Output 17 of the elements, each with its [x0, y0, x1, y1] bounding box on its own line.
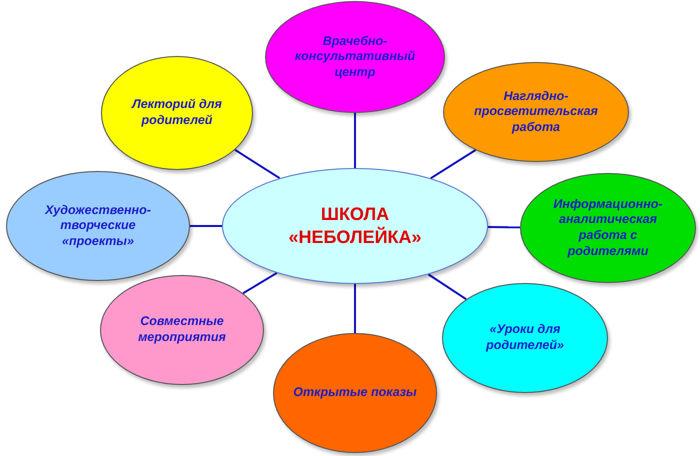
connector-line	[428, 274, 467, 300]
topic-label: Лекторий для родителей	[130, 97, 223, 129]
connector-line	[190, 225, 222, 227]
center-title: ШКОЛА «НЕБОЛЕЙКА»	[287, 202, 423, 249]
connector-line	[242, 272, 278, 294]
topic-label: «Уроки для родителей»	[485, 322, 565, 354]
topic-label: Врачебно-консультативный центр	[294, 34, 416, 80]
topic-label: Открытые показы	[293, 385, 417, 401]
connector-line	[430, 149, 476, 180]
connector-line	[234, 148, 280, 180]
topic-label: Совместные мероприятия	[137, 314, 227, 346]
connector-line	[354, 284, 356, 333]
topic-label: Информационно-аналитическая работа с родителями	[552, 196, 664, 260]
topic-label: Художественно-творческие «проекты»	[44, 202, 152, 250]
connector-line	[354, 113, 356, 168]
connector-line	[488, 226, 520, 228]
topic-label: Наглядно-просветительская работа	[474, 88, 598, 136]
